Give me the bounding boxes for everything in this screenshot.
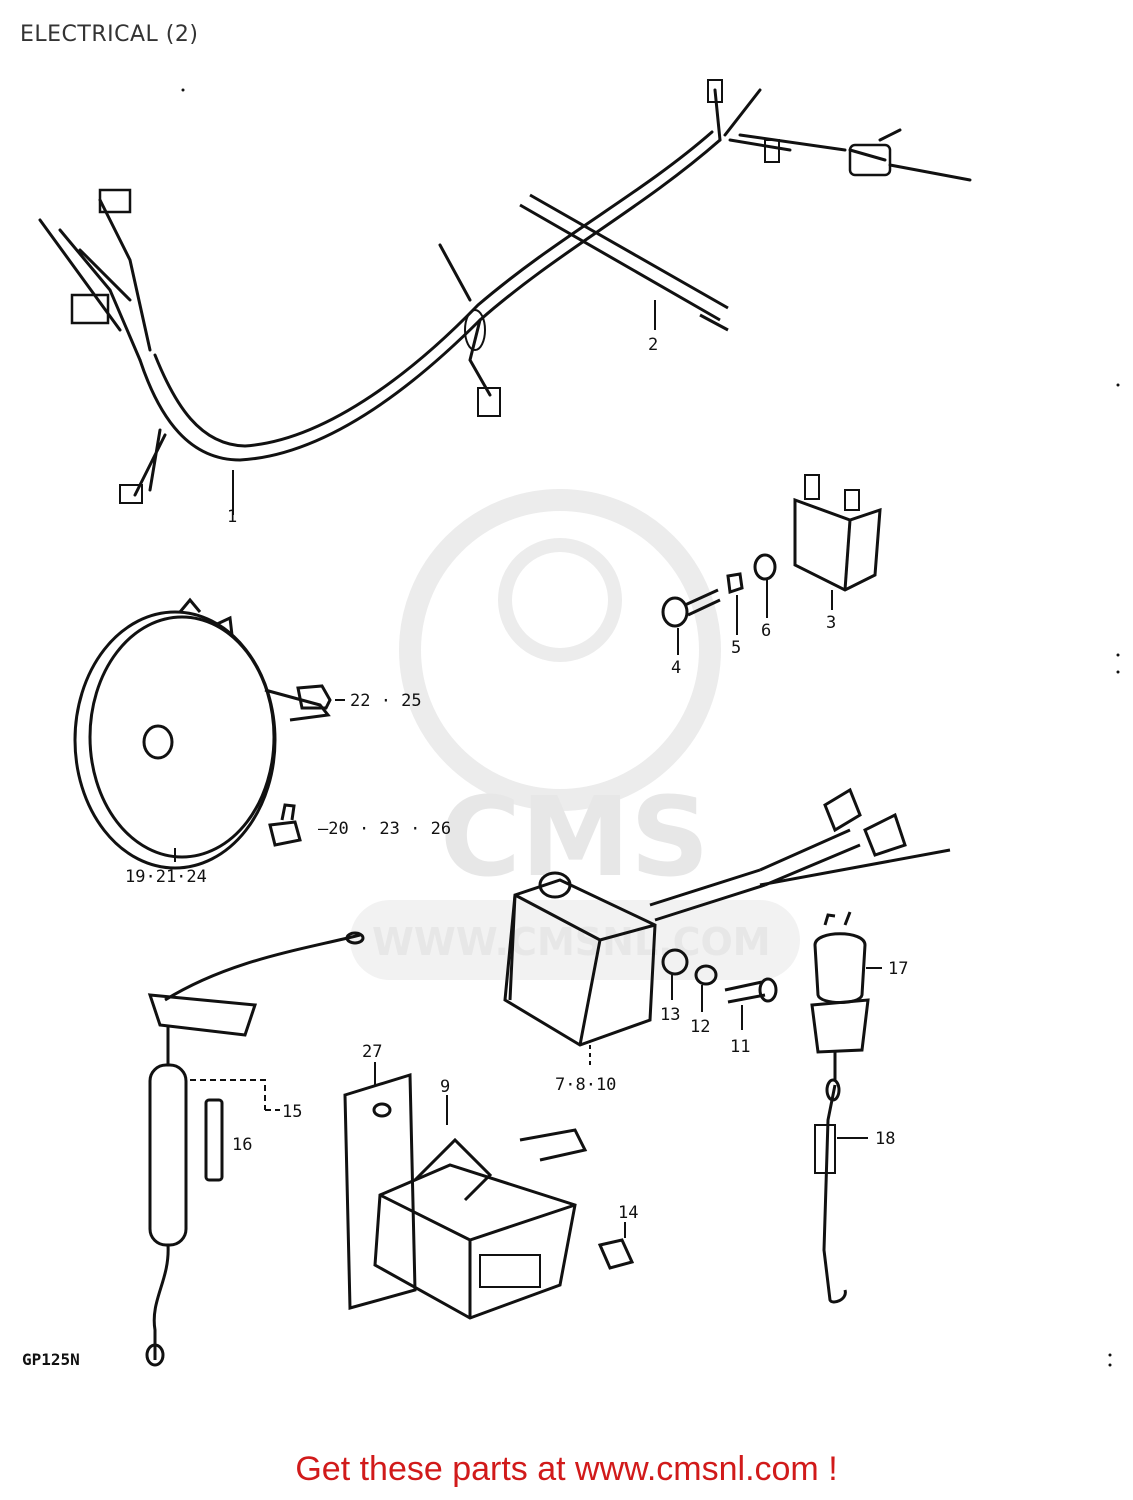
ignition-coil — [373, 1128, 588, 1320]
callout-22-25: 22 · 25 — [350, 691, 422, 711]
callout-2: 2 — [648, 335, 658, 355]
callout-5: 5 — [731, 638, 741, 658]
nut-icon — [726, 572, 744, 595]
watermark-mascot-icon — [399, 489, 721, 811]
harness-band — [519, 193, 729, 332]
watermark-logo-text: CMS — [440, 773, 709, 901]
callout-3: 3 — [826, 613, 836, 633]
callout-16: 16 — [232, 1135, 252, 1155]
washer-icon — [661, 948, 689, 976]
relay — [793, 474, 882, 592]
horn — [73, 597, 331, 870]
fuse-holder — [145, 931, 365, 1367]
page-title: ELECTRICAL (2) — [20, 22, 199, 47]
watermark: CMS WWW.CMSNL.COM — [350, 489, 800, 980]
bolt-icon — [268, 803, 302, 847]
lock-washer-icon — [694, 964, 718, 986]
callout-1: 1 — [227, 507, 237, 527]
bolt-icon — [724, 977, 778, 1004]
callout-7-8-10: 7·8·10 — [555, 1075, 616, 1095]
bolt-icon — [597, 1238, 635, 1270]
callout-18: 18 — [875, 1129, 895, 1149]
callout-27: 27 — [362, 1042, 382, 1062]
model-code: GP125N — [22, 1350, 80, 1369]
wiring-harness — [38, 79, 972, 504]
callout-9: 9 — [440, 1077, 450, 1097]
footer-link[interactable]: Get these parts at www.cmsnl.com ! — [295, 1450, 838, 1488]
regulator-rectifier — [503, 787, 951, 1047]
callout-6: 6 — [761, 621, 771, 641]
callout-11: 11 — [730, 1037, 750, 1057]
fuse-icon — [204, 1098, 224, 1182]
bolt-icon — [661, 588, 721, 628]
ignition-coil-bracket — [343, 1072, 417, 1310]
callout-12: 12 — [690, 1017, 710, 1037]
brake-switch — [810, 911, 870, 1080]
washer-icon — [753, 553, 777, 581]
cushion-icon — [296, 684, 332, 710]
callout-17: 17 — [888, 959, 908, 979]
scan-marks — [181, 88, 1120, 1367]
callout-4: 4 — [671, 658, 681, 678]
watermark-url-text: WWW.CMSNL.COM — [372, 920, 771, 964]
callout-20-23-26: –20 · 23 · 26 — [318, 819, 451, 839]
callout-13: 13 — [660, 1005, 680, 1025]
callout-14: 14 — [618, 1203, 638, 1223]
callout-15: 15 — [282, 1102, 302, 1122]
spring-icon — [814, 1078, 847, 1304]
callout-horn: 19·21·24 — [125, 867, 207, 887]
